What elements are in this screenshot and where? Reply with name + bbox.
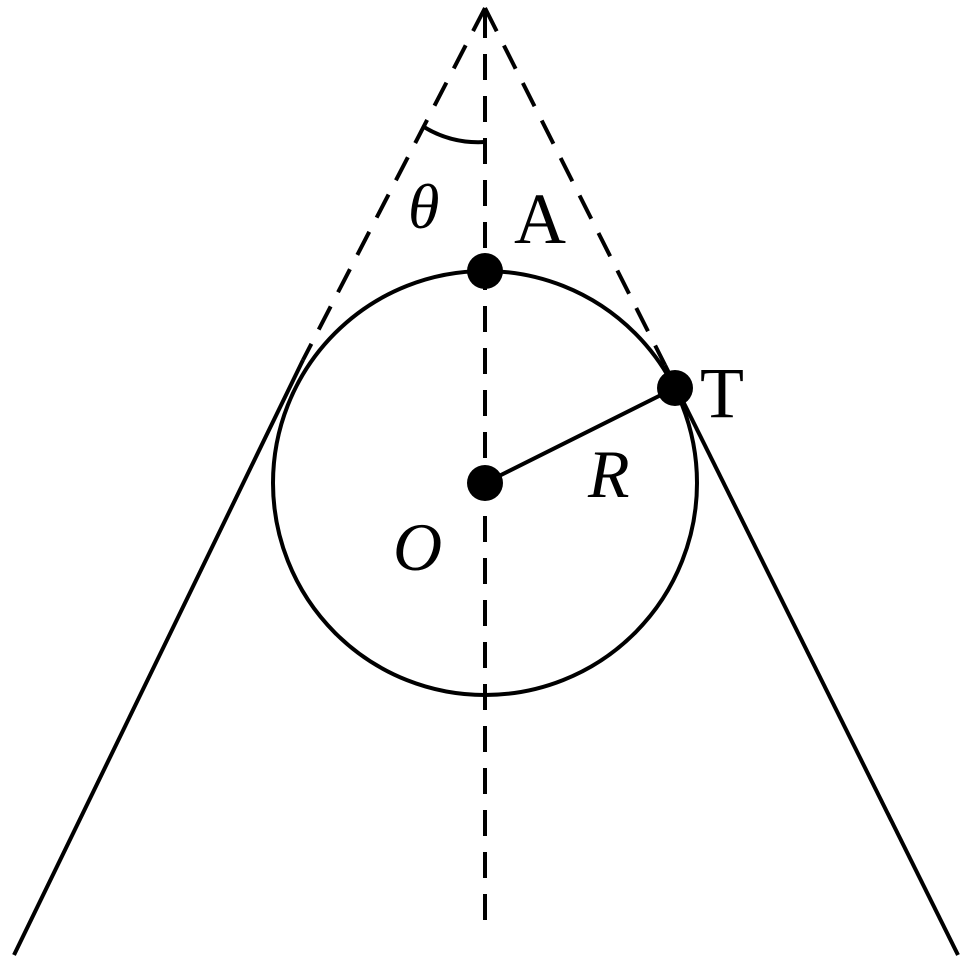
left-cone-edge [12, 359, 305, 956]
right-cone-edge [663, 364, 960, 956]
left-cone-edge-dashed [301, 7, 487, 361]
point-a-dot [467, 253, 503, 289]
center-o-dot [467, 465, 503, 501]
theta-angle-arc [422, 125, 486, 145]
theta-label: θ [408, 171, 439, 242]
point-t-dot [657, 370, 693, 406]
point-a-label: A [514, 179, 566, 259]
radius-line [484, 386, 676, 485]
point-t-label: T [700, 353, 744, 433]
right-cone-edge-dashed [483, 7, 667, 366]
center-o-label: O [393, 509, 442, 585]
radius-label: R [587, 436, 630, 512]
